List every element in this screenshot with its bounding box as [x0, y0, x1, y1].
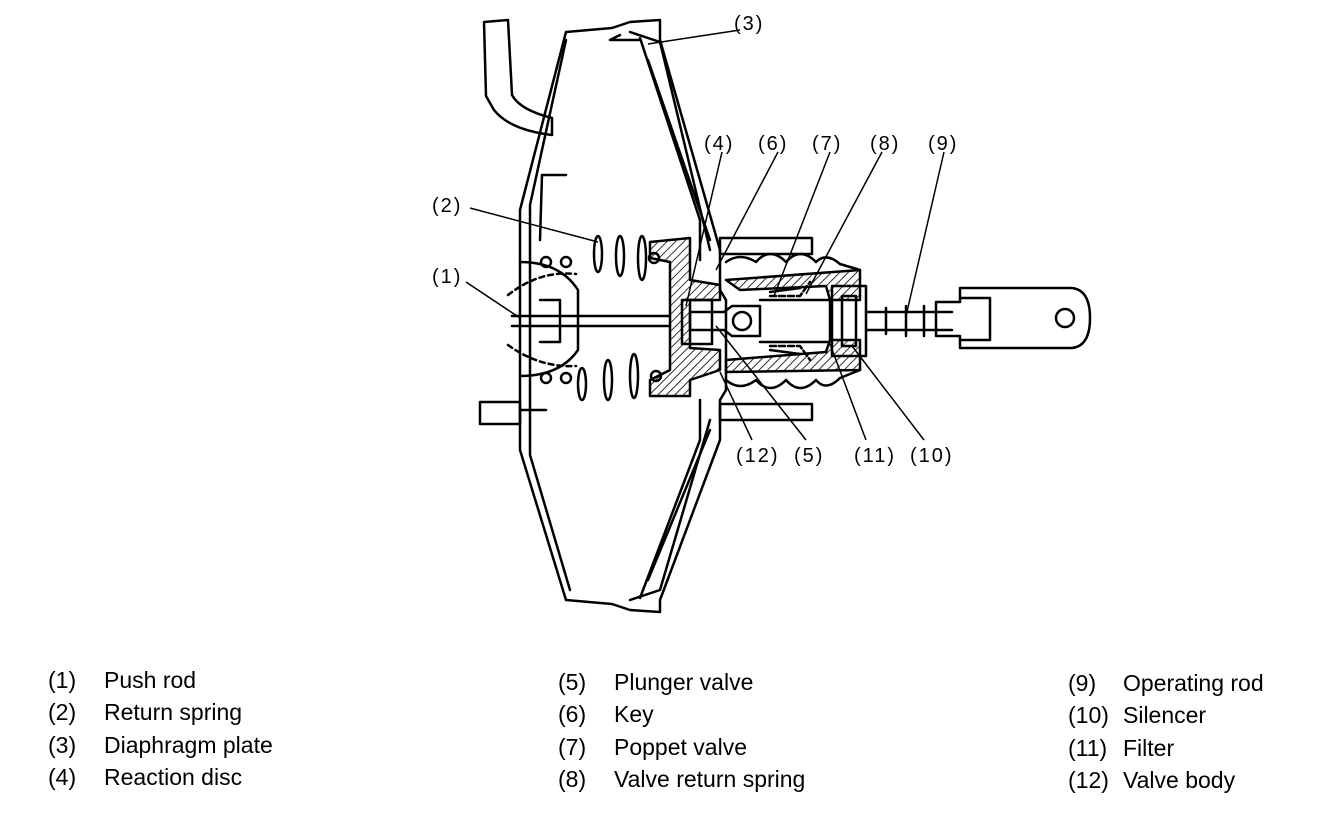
- legend-label: Push rod: [104, 666, 197, 693]
- legend-label: Valve return spring: [614, 766, 806, 793]
- legend-number: (5): [558, 668, 587, 695]
- legend-number: (1): [48, 666, 77, 693]
- callout-8: (8): [870, 133, 900, 155]
- legend-column-2: (5)Plunger valve (6)Key (7)Poppet valve …: [558, 666, 805, 796]
- legend-number: (12): [1068, 767, 1109, 794]
- legend-item: (7) Poppet valve: [558, 731, 805, 764]
- legend-number: (8): [558, 766, 587, 793]
- legend-item: (4) Reaction disc: [48, 762, 273, 795]
- legend-number: (4): [48, 764, 77, 791]
- callout-9: (9): [928, 133, 958, 155]
- legend-number: (11): [1068, 734, 1108, 761]
- legend-item: (8) Valve return spring: [558, 764, 805, 797]
- legend-item: (11) Filter: [1068, 732, 1264, 765]
- callout-1: (1): [432, 266, 462, 288]
- callout-6: (6): [758, 133, 788, 155]
- legend-label: Operating rod: [1123, 669, 1264, 696]
- legend-number: (9): [1068, 669, 1097, 696]
- brake-booster-diagram: (3) (4) (6) (7) (8) (9) (2) (1) (12) (5)…: [432, 13, 1092, 614]
- legend-number: (2): [48, 699, 77, 726]
- legend-item: (9) Operating rod: [1068, 667, 1264, 700]
- legend-number: (6): [558, 701, 587, 728]
- legend-column-1: (1) Push rod (2) Return spring (3) Diaphrag…: [48, 664, 273, 794]
- legend-label: Diaphragm plate: [104, 731, 273, 758]
- callout-11: (11): [854, 445, 896, 467]
- callout-4: (4): [704, 133, 734, 155]
- legend-number: (7): [558, 733, 587, 760]
- callout-12: (12): [736, 445, 780, 467]
- legend-label: Reaction disc: [104, 764, 243, 791]
- legend-label: Return spring: [104, 699, 243, 726]
- legend-label: Silencer: [1123, 702, 1207, 729]
- booster-shell: [518, 18, 728, 614]
- legend-label: Filter: [1123, 734, 1175, 761]
- legend-item: (1) Push rod: [48, 664, 273, 697]
- legend-item: (5) Plunger valve: [558, 666, 805, 699]
- legend-label: Plunger valve: [614, 668, 754, 695]
- legend-number: (10): [1068, 702, 1109, 729]
- legend-item: (10) Silencer: [1068, 700, 1264, 733]
- legend-item: (6) Key: [558, 699, 805, 732]
- callout-7: (7): [812, 133, 842, 155]
- callout-10: (10): [910, 445, 954, 467]
- push-rod: [510, 314, 672, 328]
- legend-label: Poppet valve: [614, 733, 747, 760]
- vacuum-pipe: [482, 18, 554, 137]
- clevis: [934, 286, 1092, 350]
- callout-3: (3): [734, 13, 764, 35]
- legend-item: (12) Valve body: [1068, 765, 1264, 798]
- legend-item: (3) Diaphragm plate: [48, 729, 273, 762]
- return-spring: [539, 234, 663, 402]
- legend-column-3: (9) Operating rod (10) Silencer (11) Filter…: [1068, 667, 1264, 797]
- legend-label: Key: [614, 701, 654, 728]
- valve-body: [648, 236, 722, 398]
- legend-label: Valve body: [1123, 767, 1236, 794]
- callout-5: (5): [794, 445, 824, 467]
- legend-item: (2) Return spring: [48, 697, 273, 730]
- operating-rod: [864, 310, 954, 332]
- dust-boot: [724, 252, 862, 390]
- legend-number: (3): [48, 731, 77, 758]
- callout-2: (2): [432, 195, 462, 217]
- parts-legend: (1) Push rod (2) Return spring (3) Diaphrag…: [0, 664, 1328, 814]
- plunger-valve: [688, 304, 762, 338]
